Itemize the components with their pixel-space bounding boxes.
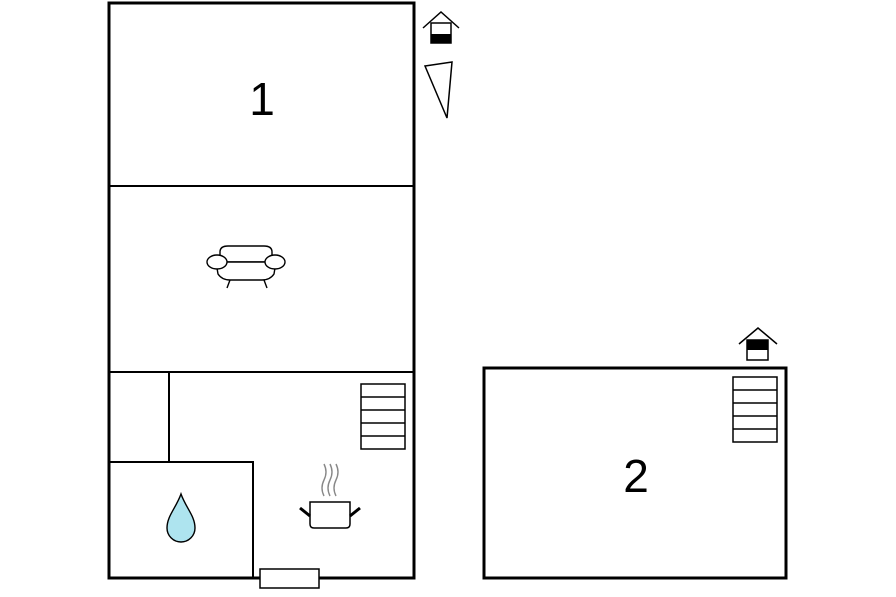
floor-1-label: 1 xyxy=(249,73,275,125)
entrance-icon xyxy=(422,10,460,44)
floor-2-label: 2 xyxy=(623,450,649,502)
bathroom-room xyxy=(108,461,254,579)
stairs-icon xyxy=(732,376,778,443)
cooking-pot-icon xyxy=(299,463,361,529)
entrance-icon xyxy=(738,327,778,361)
north-arrow-icon xyxy=(423,61,453,119)
window-icon xyxy=(259,568,320,589)
floor-1-building: 1 xyxy=(107,1,416,589)
sofa-icon xyxy=(206,245,286,289)
stairs-icon xyxy=(360,383,406,450)
water-drop-icon xyxy=(166,491,196,543)
floor-2-building: 2 xyxy=(482,366,788,580)
floor-2-outline xyxy=(482,366,788,580)
